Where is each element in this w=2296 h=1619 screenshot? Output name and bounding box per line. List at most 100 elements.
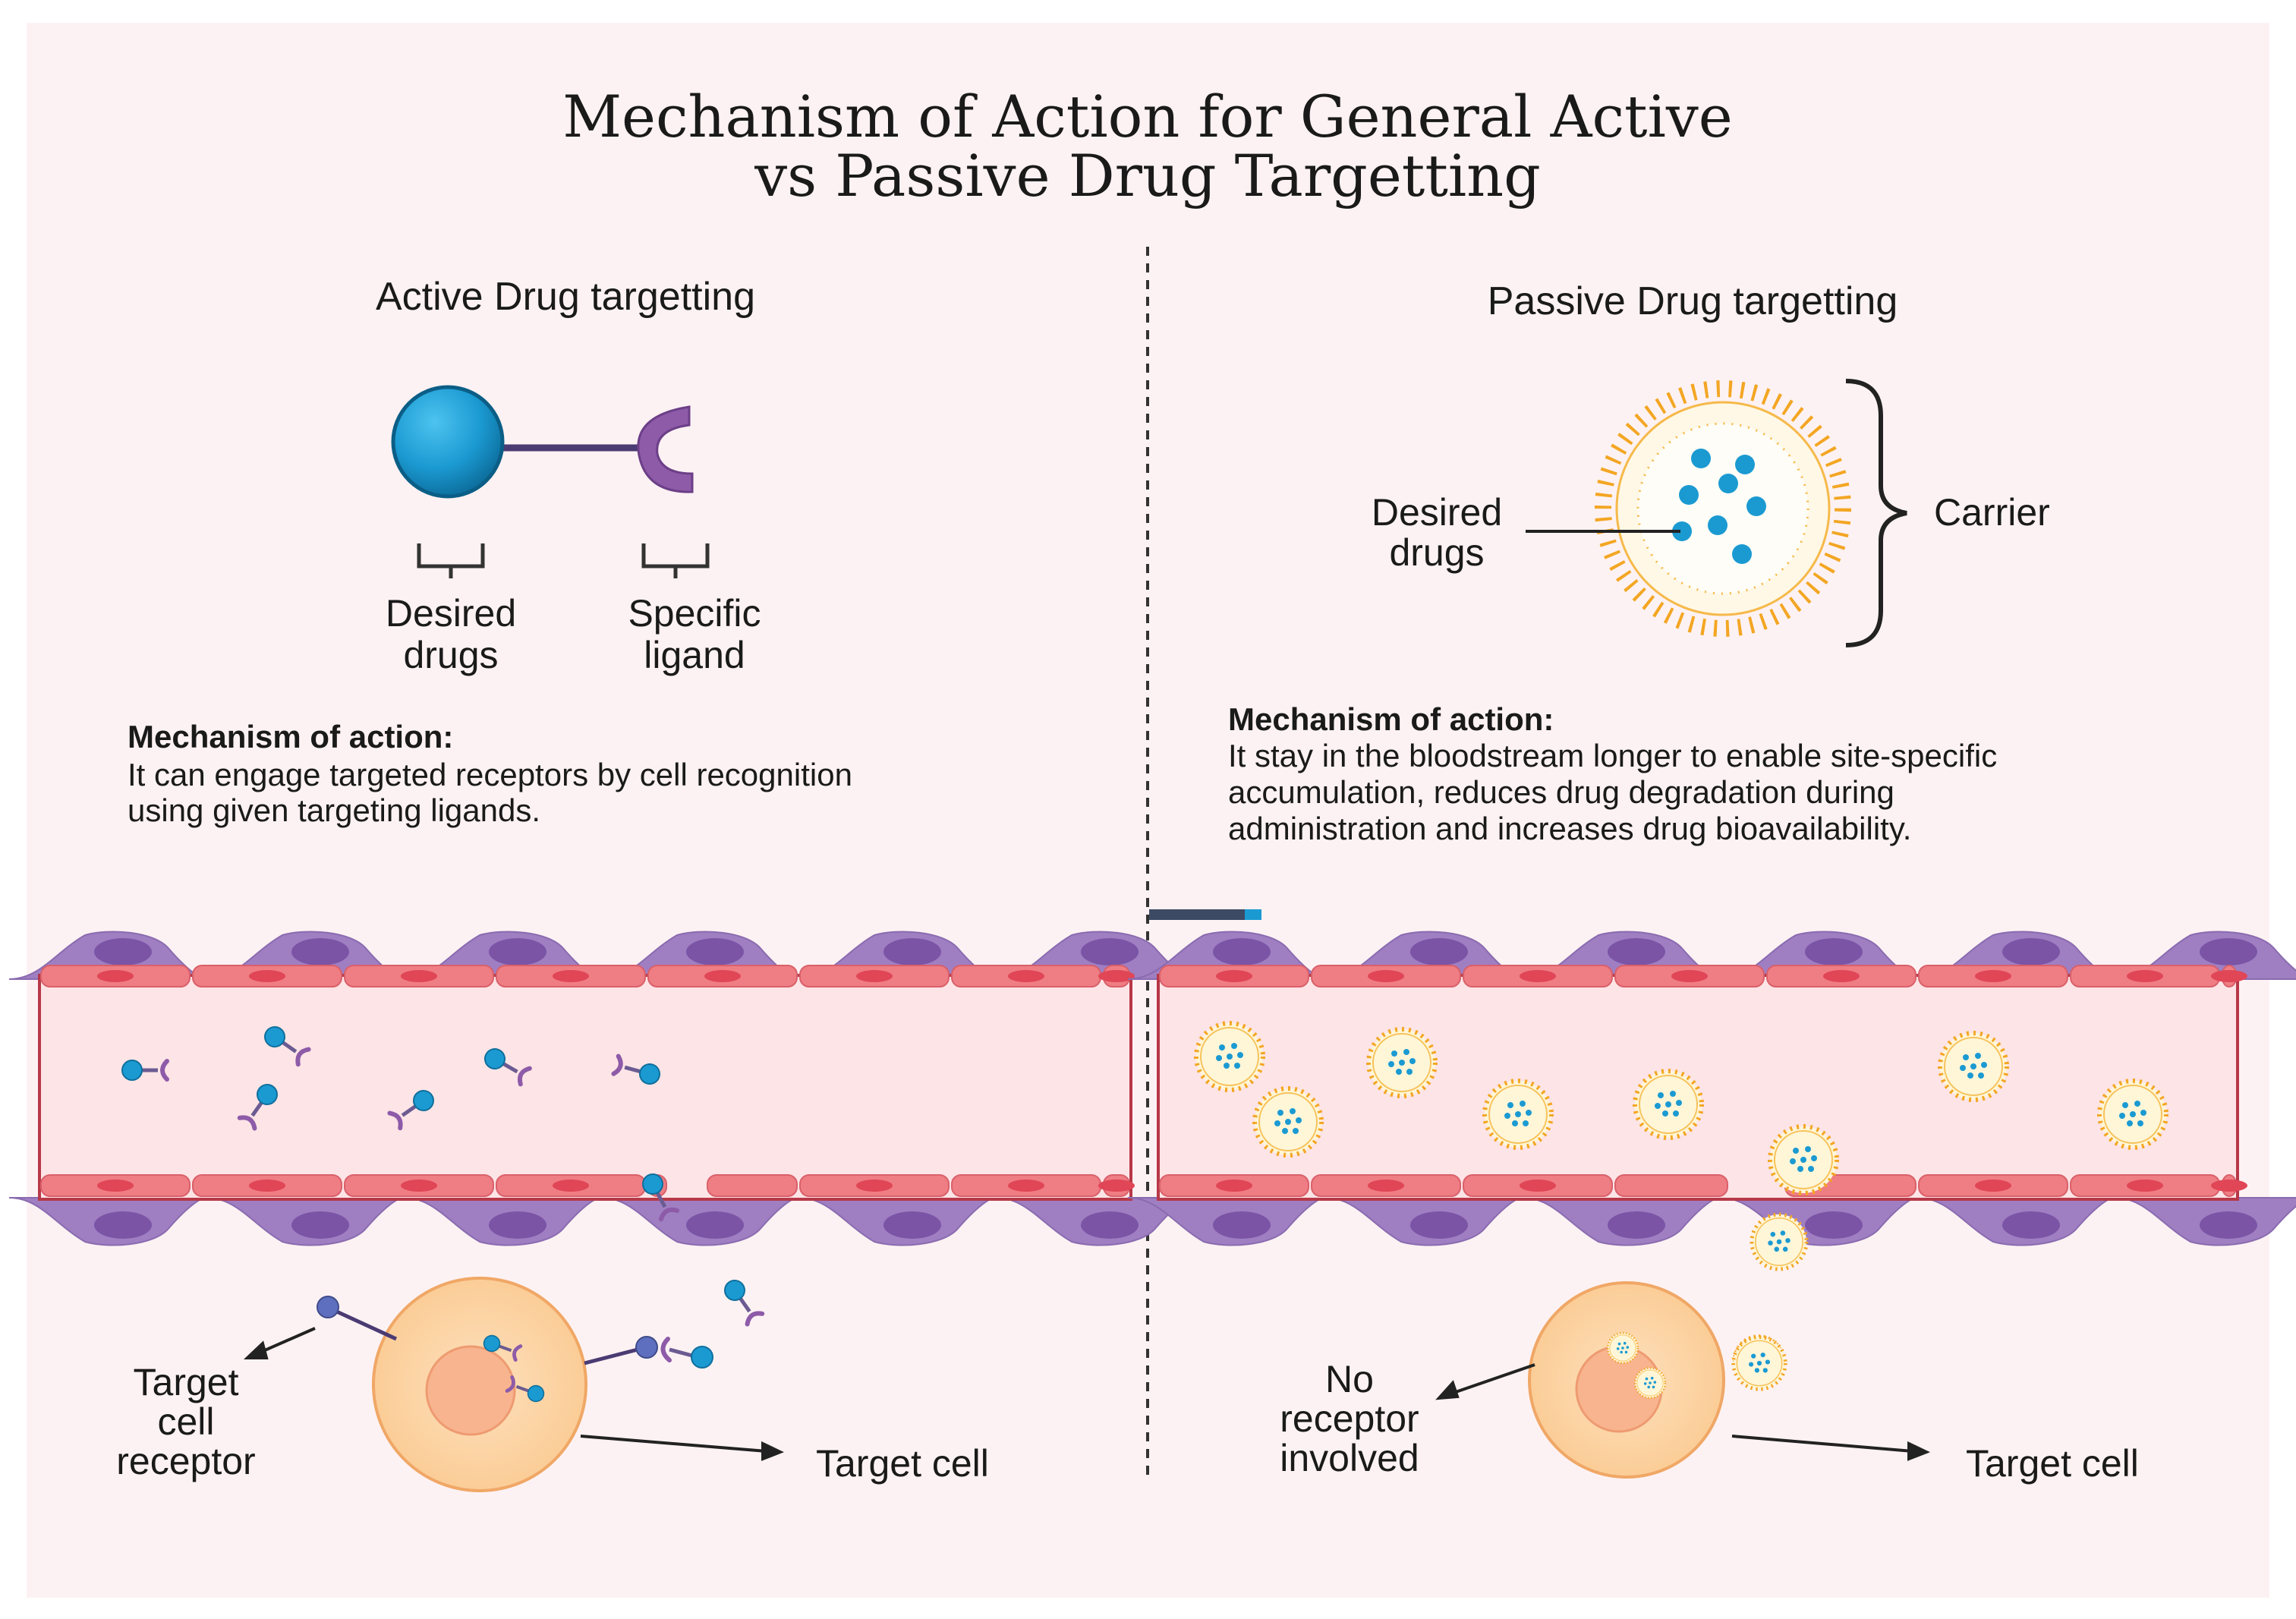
endothelial-nucleus	[97, 1180, 134, 1192]
pericyte-nucleus	[1081, 938, 1139, 966]
pericyte-nucleus	[2200, 1211, 2257, 1239]
endothelial-nucleus	[553, 1180, 589, 1192]
active-drug-label-2: drugs	[403, 634, 498, 676]
passive-receptor-label-2: receptor	[1280, 1397, 1419, 1440]
endothelial-nucleus	[1368, 1180, 1404, 1192]
endothelial-nucleus	[97, 970, 134, 982]
pericyte-nucleus	[94, 938, 152, 966]
active-mechanism-line-1: It can engage targeted receptors by cell…	[128, 757, 852, 792]
pericyte-nucleus	[1081, 1211, 1139, 1239]
desired-drug-sphere	[391, 385, 505, 499]
endothelial-nucleus	[1098, 1180, 1135, 1192]
active-mechanism-line-2: using given targeting ligands.	[128, 792, 540, 828]
endothelial-nucleus	[856, 1180, 893, 1192]
passive-blood-vessel	[1127, 931, 2296, 1246]
pericyte-nucleus	[1608, 1211, 1665, 1239]
page-title-line-2: vs Passive Drug Targetting	[754, 142, 1541, 209]
active-mechanism-title: Mechanism of action:	[128, 719, 453, 754]
endothelial-nucleus	[401, 1180, 437, 1192]
endothelial-nucleus	[1008, 1180, 1044, 1192]
active-blood-vessel	[8, 931, 1194, 1246]
pericyte-nucleus	[883, 1211, 941, 1239]
endothelial-cell	[707, 1174, 798, 1197]
ligand-label-2: ligand	[644, 634, 745, 676]
pericyte-nucleus	[883, 938, 941, 966]
passive-mechanism-line-1: It stay in the bloodstream longer to ena…	[1228, 738, 1997, 773]
passive-mechanism-line-2: accumulation, reduces drug degradation d…	[1228, 774, 1894, 810]
endothelial-nucleus	[704, 970, 741, 982]
passive-drug-label-1: Desired	[1372, 491, 1502, 534]
endothelial-nucleus	[1823, 970, 1860, 982]
pericyte-nucleus	[686, 1211, 744, 1239]
passive-mechanism-line-3: administration and increases drug bioava…	[1228, 811, 1911, 846]
pericyte-nucleus	[2002, 938, 2060, 966]
endothelial-nucleus	[553, 970, 589, 982]
endothelial-nucleus	[1520, 970, 1556, 982]
active-cell-nucleus	[425, 1345, 516, 1436]
pericyte-nucleus	[1805, 1211, 1863, 1239]
endothelial-nucleus	[1216, 970, 1252, 982]
endothelial-nucleus	[1098, 970, 1135, 982]
active-heading: Active Drug targetting	[376, 275, 755, 319]
pericyte-nucleus	[1213, 1211, 1271, 1239]
active-receptor-label-1: Target	[134, 1361, 239, 1403]
passive-approaching-carrier	[1734, 1337, 1786, 1390]
endothelial-nucleus	[2127, 1180, 2163, 1192]
endothelial-nucleus	[1008, 970, 1044, 982]
pericyte-nucleus	[2002, 1211, 2060, 1239]
ligand-bracket	[641, 543, 710, 578]
passive-receptor-label-1: No	[1325, 1358, 1374, 1400]
endothelial-nucleus	[2211, 970, 2247, 982]
endothelial-nucleus	[1671, 970, 1708, 982]
active-conjugate-illustration	[391, 385, 694, 499]
passive-heading: Passive Drug targetting	[1488, 279, 1898, 323]
active-receptor-label-2: cell	[157, 1400, 214, 1443]
pericyte-nucleus	[1410, 1211, 1468, 1239]
carrier-drug-particles	[1672, 449, 1766, 564]
endothelial-nucleus	[249, 1180, 285, 1192]
pericyte-nucleus	[2200, 938, 2257, 966]
endothelial-nucleus	[856, 970, 893, 982]
endothelial-nucleus	[1368, 970, 1404, 982]
endothelial-nucleus	[1216, 1180, 1252, 1192]
active-target-cell	[372, 1277, 587, 1492]
ligand-label-1: Specific	[628, 592, 761, 635]
vessel-lumen	[38, 974, 1132, 1201]
pericyte-nucleus	[94, 1211, 152, 1239]
scale-bar	[1149, 909, 1261, 920]
pericyte-nucleus	[291, 938, 349, 966]
endothelial-nucleus	[2127, 970, 2163, 982]
drug-bracket	[417, 543, 485, 578]
passive-mechanism-title: Mechanism of action:	[1228, 701, 1554, 737]
endothelial-nucleus	[401, 970, 437, 982]
passive-receptor-label-3: involved	[1280, 1437, 1419, 1479]
passive-target-cell-label: Target cell	[1966, 1442, 2139, 1485]
carrier-liposome-large	[1595, 380, 1851, 637]
pericyte-nucleus	[489, 938, 546, 966]
passive-arrows	[1435, 1363, 1931, 1461]
carrier-brace	[1845, 379, 1907, 647]
specific-ligand-shape	[637, 405, 694, 493]
endothelial-nucleus	[1975, 970, 2011, 982]
carrier-label: Carrier	[1934, 491, 2050, 534]
pericyte-nucleus	[1410, 938, 1468, 966]
pericyte-nucleus	[291, 1211, 349, 1239]
endothelial-nucleus	[1520, 1180, 1556, 1192]
passive-drug-label-2: drugs	[1389, 531, 1484, 574]
endothelial-nucleus	[1975, 1180, 2011, 1192]
active-target-cell-label: Target cell	[816, 1442, 989, 1485]
pericyte-nucleus	[1608, 938, 1665, 966]
pericyte-nucleus	[1805, 938, 1863, 966]
active-receptor-label-3: receptor	[116, 1440, 255, 1482]
pericyte-nucleus	[686, 938, 744, 966]
active-arrows	[243, 1327, 785, 1461]
pericyte-nucleus	[489, 1211, 546, 1239]
endothelial-cell	[1614, 1174, 1728, 1197]
endothelial-nucleus	[2211, 1180, 2247, 1192]
page-title-line-1: Mechanism of Action for General Active	[562, 83, 1733, 150]
pericyte-nucleus	[1213, 938, 1271, 966]
target-cell-receptors	[317, 1296, 713, 1369]
passive-target-cell	[1528, 1281, 1725, 1479]
endothelial-nucleus	[249, 970, 285, 982]
